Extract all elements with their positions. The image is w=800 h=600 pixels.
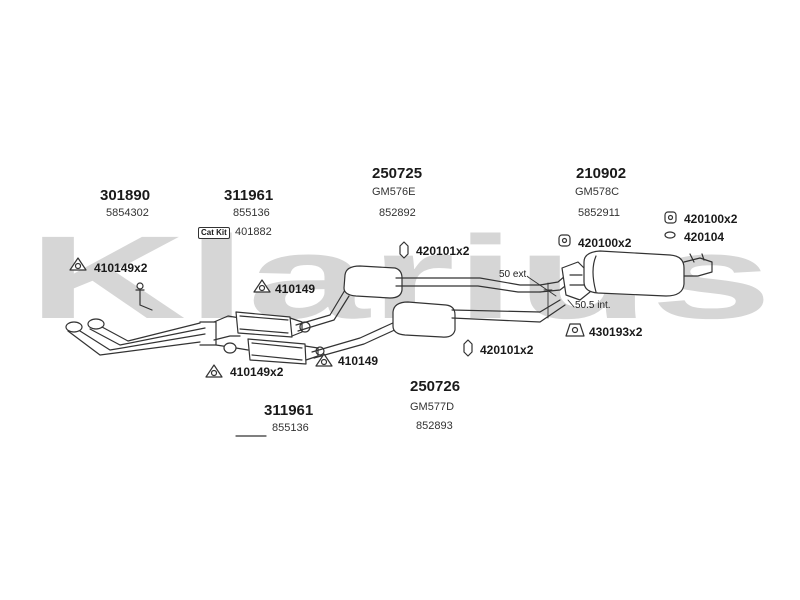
part-ref-311961-top: 855136 [233, 207, 270, 219]
gasket-icon [205, 364, 223, 378]
fitting-430193x2: 430193x2 [589, 325, 643, 339]
part-ref-250725: GM576E [372, 186, 416, 198]
part-code-311961-top: 311961 [224, 187, 274, 204]
fitting-410149x2-bottom: 410149x2 [230, 365, 284, 379]
part-ref2-250726: 852893 [416, 420, 453, 432]
catalytic-converter-lower [215, 338, 325, 365]
part-code-250726: 250726 [410, 378, 461, 395]
dimension-markers [527, 276, 575, 319]
part-ref-311961-bottom: 855136 [272, 422, 309, 434]
clamp-icon [463, 339, 473, 357]
rear-silencer-part [539, 250, 713, 301]
clamp-icon [399, 241, 409, 259]
fitting-420101x2-top: 420101x2 [416, 244, 470, 258]
gasket-icon [253, 279, 271, 293]
part-ref-301890: 5854302 [106, 207, 149, 219]
fitting-410149-bottom: 410149 [338, 354, 379, 368]
note-int: 50.5 int. [575, 300, 611, 311]
bracket-icon [565, 323, 585, 337]
gasket-icon [315, 353, 333, 367]
part-code-311961-bottom: 311961 [264, 402, 314, 419]
note-ext: 50 ext. [499, 269, 530, 280]
fitting-410149-mid: 410149 [275, 282, 316, 296]
fitting-420104: 420104 [684, 230, 725, 244]
fitting-420100x2-right: 420100x2 [684, 212, 738, 226]
centre-silencer-lower [311, 299, 566, 359]
catkit-ref: 401882 [235, 226, 272, 238]
catkit-badge: Cat Kit [198, 227, 230, 239]
part-ref-210902: GM578C [575, 186, 620, 198]
rubber-mount-icon [664, 211, 677, 224]
gasket-icon [69, 257, 87, 271]
fitting-420101x2-bottom: 420101x2 [480, 343, 534, 357]
front-downpipe-part [65, 282, 217, 356]
centre-silencer-upper [295, 265, 541, 332]
part-ref-250726: GM577D [410, 401, 455, 413]
part-code-301890: 301890 [100, 187, 151, 204]
part-code-250725: 250725 [372, 165, 423, 182]
part-ref2-250725: 852892 [379, 207, 416, 219]
rubber-mount-icon [558, 234, 571, 247]
fitting-420100x2-mid: 420100x2 [578, 236, 632, 250]
fitting-410149x2-left: 410149x2 [94, 261, 148, 275]
part-ref2-210902: 5852911 [578, 207, 621, 219]
rubber-mount-icon [664, 231, 676, 239]
part-code-210902: 210902 [576, 165, 627, 182]
catalytic-converter-upper [213, 311, 311, 341]
